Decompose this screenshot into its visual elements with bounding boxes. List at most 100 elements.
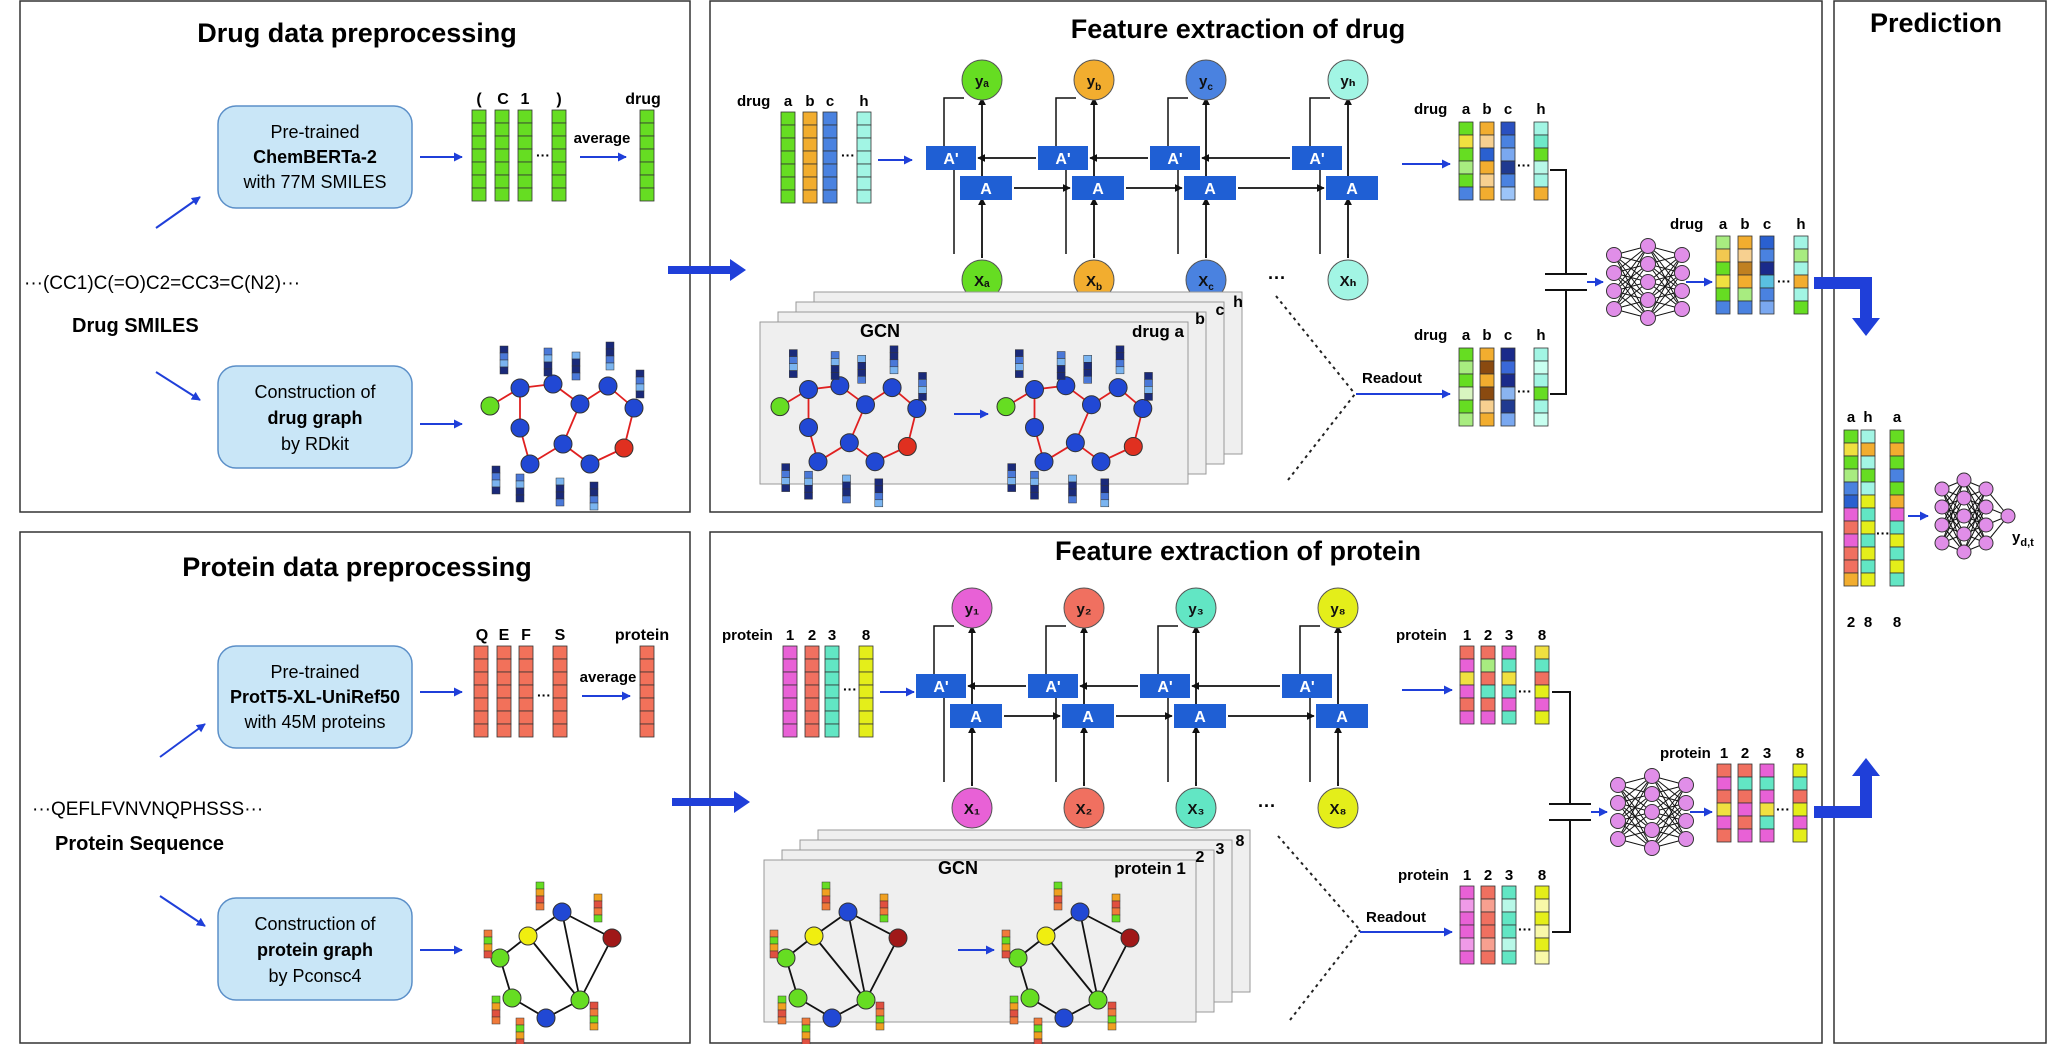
feature-vector bbox=[1533, 347, 1549, 427]
nn-neuron bbox=[1644, 822, 1660, 838]
protein-feature-title: Feature extraction of protein bbox=[1055, 536, 1421, 566]
graph-label-line1: Construction of bbox=[254, 914, 376, 934]
feature-vector bbox=[1792, 763, 1808, 843]
nn-neuron bbox=[1606, 283, 1622, 299]
index-label: a bbox=[1893, 409, 1902, 426]
index-label: h bbox=[1796, 216, 1805, 233]
ellipsis: ··· bbox=[1268, 268, 1286, 288]
svg-text:X₈: X₈ bbox=[1329, 801, 1346, 818]
token-vector bbox=[473, 645, 489, 738]
prediction-title: Prediction bbox=[1870, 8, 2002, 38]
index-label: h bbox=[1536, 327, 1545, 344]
stack-label: 3 bbox=[1216, 841, 1225, 858]
lstm-output-node: yb bbox=[1073, 59, 1115, 101]
svg-text:A': A' bbox=[1045, 679, 1060, 696]
index-label: 3 bbox=[1763, 745, 1771, 762]
graph-label-line3: by RDkit bbox=[281, 434, 349, 454]
svg-text:y₃: y₃ bbox=[1188, 601, 1203, 618]
stack-label: c bbox=[1216, 302, 1225, 319]
lstm-forward-cell: A bbox=[1326, 176, 1378, 200]
index-label: h bbox=[859, 93, 868, 110]
index-label: a bbox=[1847, 409, 1856, 426]
drug-to-prediction-arrow bbox=[1814, 277, 1880, 336]
model-label-line3: with 45M proteins bbox=[243, 712, 385, 732]
feature-vector bbox=[822, 111, 838, 204]
index-label: 1 bbox=[1720, 745, 1728, 762]
lstm-forward-cell: A bbox=[1072, 176, 1124, 200]
token-label: C bbox=[497, 91, 509, 108]
lstm-output-node: y₁ bbox=[951, 587, 993, 629]
svg-text:A': A' bbox=[1157, 679, 1172, 696]
feature-vector bbox=[1737, 763, 1753, 843]
lstm-input-node: X₂ bbox=[1063, 787, 1105, 829]
average-vector bbox=[639, 645, 655, 738]
feature-vector bbox=[1459, 885, 1475, 965]
drug-smiles-label: Drug SMILES bbox=[72, 315, 199, 337]
stack-label: b bbox=[1195, 311, 1205, 328]
svg-text:A': A' bbox=[943, 151, 958, 168]
protein-sequence-string: ···QEFLFVNVNQPHSSS··· bbox=[32, 799, 263, 820]
nn-neuron bbox=[1610, 795, 1626, 811]
index-label: c bbox=[826, 93, 834, 110]
feature-vector bbox=[1716, 763, 1732, 843]
nn-neuron bbox=[1640, 310, 1656, 326]
gcn-instance-label: drug a bbox=[1132, 322, 1184, 341]
nn-neuron bbox=[1956, 508, 1972, 524]
nn-neuron bbox=[1640, 292, 1656, 308]
nn-neuron bbox=[1956, 472, 1972, 488]
token-vector bbox=[494, 109, 510, 202]
svg-text:A: A bbox=[1092, 181, 1104, 198]
svg-text:Xₕ: Xₕ bbox=[1340, 273, 1357, 290]
nn-neuron bbox=[1640, 274, 1656, 290]
sequence-label: protein bbox=[1398, 867, 1449, 884]
nn-neuron bbox=[1678, 813, 1694, 829]
token-label: Q bbox=[476, 627, 488, 644]
svg-text:yc: yc bbox=[1199, 73, 1213, 93]
svg-text:A: A bbox=[1346, 181, 1358, 198]
svg-text:yb: yb bbox=[1087, 73, 1101, 93]
nn-neuron bbox=[1934, 499, 1950, 515]
feature-vector bbox=[802, 111, 818, 204]
readout-label: Readout bbox=[1366, 909, 1426, 926]
index-label: 2 bbox=[1484, 867, 1492, 884]
graph-label-line3: by Pconsc4 bbox=[268, 966, 361, 986]
feature-vector bbox=[1501, 885, 1517, 965]
svg-text:···: ··· bbox=[1876, 525, 1890, 541]
nn-neuron bbox=[1956, 544, 1972, 560]
model-label-line3: with 77M SMILES bbox=[242, 172, 386, 192]
index-label: a bbox=[784, 93, 793, 110]
nn-neuron bbox=[1674, 283, 1690, 299]
svg-text:···: ··· bbox=[1517, 383, 1531, 399]
lstm-backward-cell: A' bbox=[926, 146, 976, 170]
protein-sequence-label: Protein Sequence bbox=[55, 833, 224, 855]
molecule-graph bbox=[769, 881, 908, 1044]
feature-vector bbox=[1533, 121, 1549, 201]
svg-text:Xc: Xc bbox=[1198, 273, 1214, 293]
nn-neuron bbox=[1640, 256, 1656, 272]
readout-label: Readout bbox=[1362, 370, 1422, 387]
svg-text:···: ··· bbox=[536, 147, 550, 163]
nn-neuron bbox=[1978, 499, 1994, 515]
svg-text:A: A bbox=[980, 181, 992, 198]
index-label: h bbox=[1863, 409, 1872, 426]
index-label: 2 bbox=[1741, 745, 1749, 762]
nn-neuron bbox=[1678, 777, 1694, 793]
svg-text:X₁: X₁ bbox=[964, 801, 980, 818]
nn-neuron bbox=[1678, 795, 1694, 811]
feature-vector bbox=[1534, 645, 1550, 725]
token-label: ( bbox=[476, 91, 482, 108]
lstm-backward-cell: A' bbox=[916, 674, 966, 698]
lstm-backward-cell: A' bbox=[1150, 146, 1200, 170]
average-text: average bbox=[580, 669, 637, 686]
nn-neuron bbox=[1934, 481, 1950, 497]
feature-vector bbox=[858, 645, 874, 738]
stack-label: h bbox=[1233, 294, 1243, 311]
lstm-forward-cell: A bbox=[1174, 704, 1226, 728]
feature-vector bbox=[1480, 885, 1496, 965]
svg-text:···: ··· bbox=[537, 687, 551, 703]
drug-graph-box bbox=[217, 365, 413, 469]
svg-text:A: A bbox=[1336, 709, 1348, 726]
index-label: 3 bbox=[1505, 627, 1513, 644]
svg-text:X₂: X₂ bbox=[1076, 801, 1093, 818]
nn-neuron bbox=[1610, 777, 1626, 793]
